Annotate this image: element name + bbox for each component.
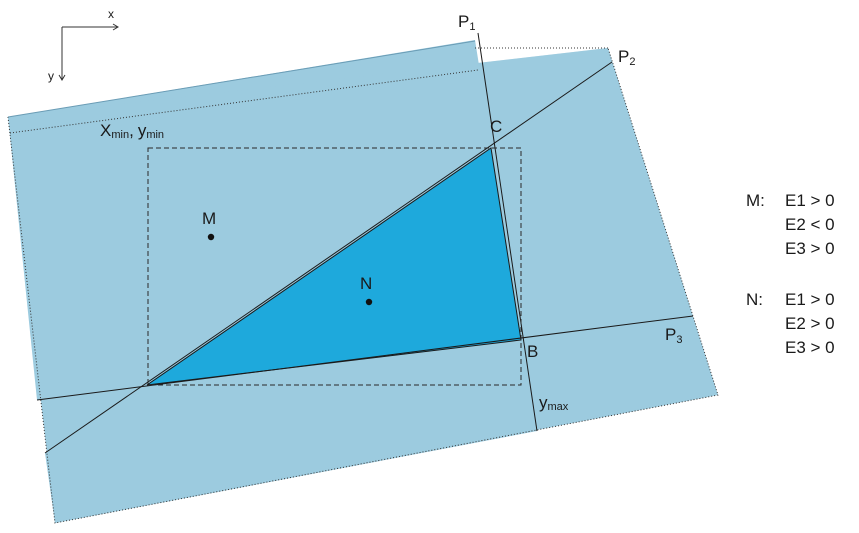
edge-line-2	[44, 61, 613, 454]
cond-n-line-1: E1 > 0	[785, 290, 835, 309]
triangle	[146, 147, 522, 386]
x-axis-label: x	[108, 7, 114, 21]
point-n-label: N	[360, 274, 372, 293]
half-plane-edge-3	[8, 48, 693, 400]
vertex-p3-label: P3	[665, 325, 682, 346]
cond-n-line-2: E2 > 0	[785, 314, 835, 333]
sheet-border-dotted	[7, 47, 719, 524]
y-axis-label: y	[48, 69, 54, 83]
point-m-label: M	[202, 209, 216, 228]
bounding-box	[147, 147, 522, 386]
point-m-dot	[207, 233, 215, 241]
cond-m-name: M:	[746, 191, 765, 210]
point-n-dot	[365, 298, 373, 306]
vertex-c-label: C	[490, 117, 502, 136]
edge-line-1	[477, 32, 538, 432]
vertex-p1-label: P1	[458, 12, 475, 33]
cond-n-name: N:	[746, 290, 763, 309]
vertex-b-label: B	[527, 342, 538, 361]
edge-line-3	[36, 315, 694, 401]
min-corner-label: Xmin,ymin	[100, 121, 164, 141]
sheet-top-edge	[7, 40, 476, 118]
cond-m-line-2: E2 < 0	[785, 215, 835, 234]
sheet-top-dotted	[9, 69, 479, 134]
max-y-label: ymax	[539, 393, 569, 413]
cond-n-line-3: E3 > 0	[785, 338, 835, 357]
cond-m-line-3: E3 > 0	[785, 239, 835, 258]
vertex-p2-label: P2	[618, 47, 635, 68]
axis-indicator: x y	[48, 7, 119, 83]
cond-m-line-1: E1 > 0	[785, 191, 835, 210]
